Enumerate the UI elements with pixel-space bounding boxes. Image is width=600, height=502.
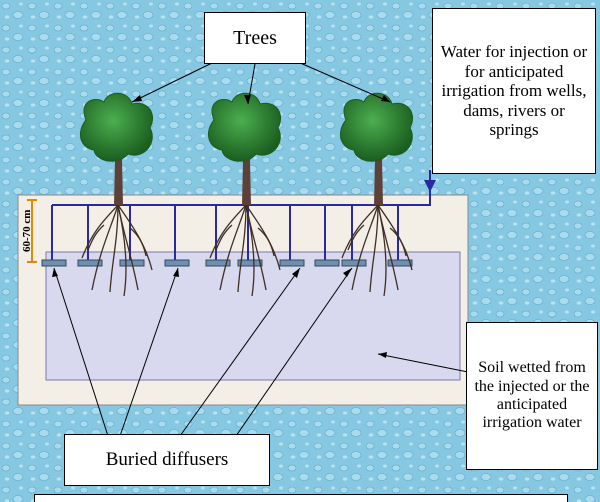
diffuser	[205, 259, 231, 267]
diffuser	[341, 259, 367, 267]
water-source-label: Water for injection or for anticipated i…	[432, 8, 596, 174]
arrowhead-icon	[292, 268, 300, 278]
arrowhead-icon	[173, 268, 179, 277]
arrowhead-icon	[378, 352, 387, 358]
diffuser	[387, 259, 413, 267]
soil-leader-line	[377, 353, 469, 373]
depth-marker	[27, 199, 37, 263]
tree-2-icon	[207, 92, 282, 297]
arrowhead-icon	[244, 95, 251, 104]
diffuser	[314, 259, 340, 267]
soil-wetted-label: Soil wetted from the injected or the ant…	[466, 322, 598, 470]
arrowhead-icon	[52, 268, 58, 277]
buried-diffusers-label: Buried diffusers	[64, 434, 270, 486]
inflow-arrow-icon	[424, 180, 436, 192]
tree-3-icon	[339, 92, 414, 297]
diffuser	[237, 259, 263, 267]
arrowhead-icon	[381, 95, 390, 102]
caption-box	[34, 494, 568, 502]
diffuser	[164, 259, 190, 267]
diffuser-leader-lines	[53, 267, 353, 437]
diffuser	[41, 259, 67, 267]
trees-label: Trees	[204, 12, 306, 64]
tree-1-icon	[79, 92, 154, 297]
diffuser	[279, 259, 305, 267]
arrowhead-icon	[343, 268, 352, 277]
depth-label: 60-70 cm	[21, 209, 33, 253]
wetted-zone	[45, 251, 461, 381]
arrowhead-icon	[132, 95, 142, 102]
diffuser	[77, 259, 103, 267]
